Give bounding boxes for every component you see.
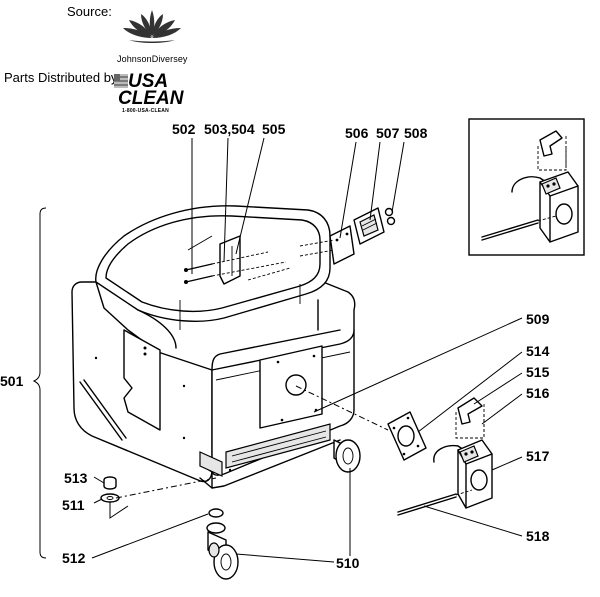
johnsondiversey-lotus-logo-icon	[123, 10, 181, 43]
callout-510: 510	[336, 555, 360, 571]
bracket-501	[32, 207, 47, 559]
callout-508: 508	[404, 125, 428, 141]
usa-clean-phone: 1-800-USA-CLEAN	[122, 108, 169, 114]
callout-513: 513	[64, 470, 88, 486]
plate-assembly-506-508	[299, 207, 396, 265]
tub-body	[71, 243, 356, 489]
casters	[100, 439, 361, 580]
callout-502: 502	[172, 121, 196, 137]
callout-505: 505	[262, 121, 286, 137]
johnsondiversey-wordmark: JohnsonDiversey	[117, 54, 188, 64]
callout-509: 509	[526, 311, 550, 327]
callout-512: 512	[62, 550, 86, 566]
callout-515: 515	[526, 364, 550, 380]
callout-506: 506	[345, 125, 369, 141]
usa-clean-logo-top: USA	[128, 71, 169, 92]
bucket-rim	[95, 205, 331, 349]
callout-501: 501	[0, 373, 24, 389]
callout-514: 514	[526, 343, 550, 359]
callout-507: 507	[376, 125, 400, 141]
callout-511: 511	[62, 497, 85, 513]
callout-518: 518	[526, 528, 550, 544]
distributor-label: Parts Distributed by:	[4, 70, 122, 85]
callout-516: 516	[526, 385, 550, 401]
usa-clean-logo-bottom: CLEAN	[118, 88, 184, 109]
callout-517: 517	[526, 448, 550, 464]
source-label: Source:	[67, 4, 112, 19]
inset-detail	[468, 118, 585, 256]
side-assembly-514-518	[295, 385, 493, 516]
callout-labels: 501 502 503,504 505 506 507 508 509 510 …	[0, 121, 550, 571]
usa-clean-flag-icon	[114, 74, 128, 88]
callout-503-504: 503,504	[204, 121, 255, 137]
leader-lines	[91, 137, 523, 563]
